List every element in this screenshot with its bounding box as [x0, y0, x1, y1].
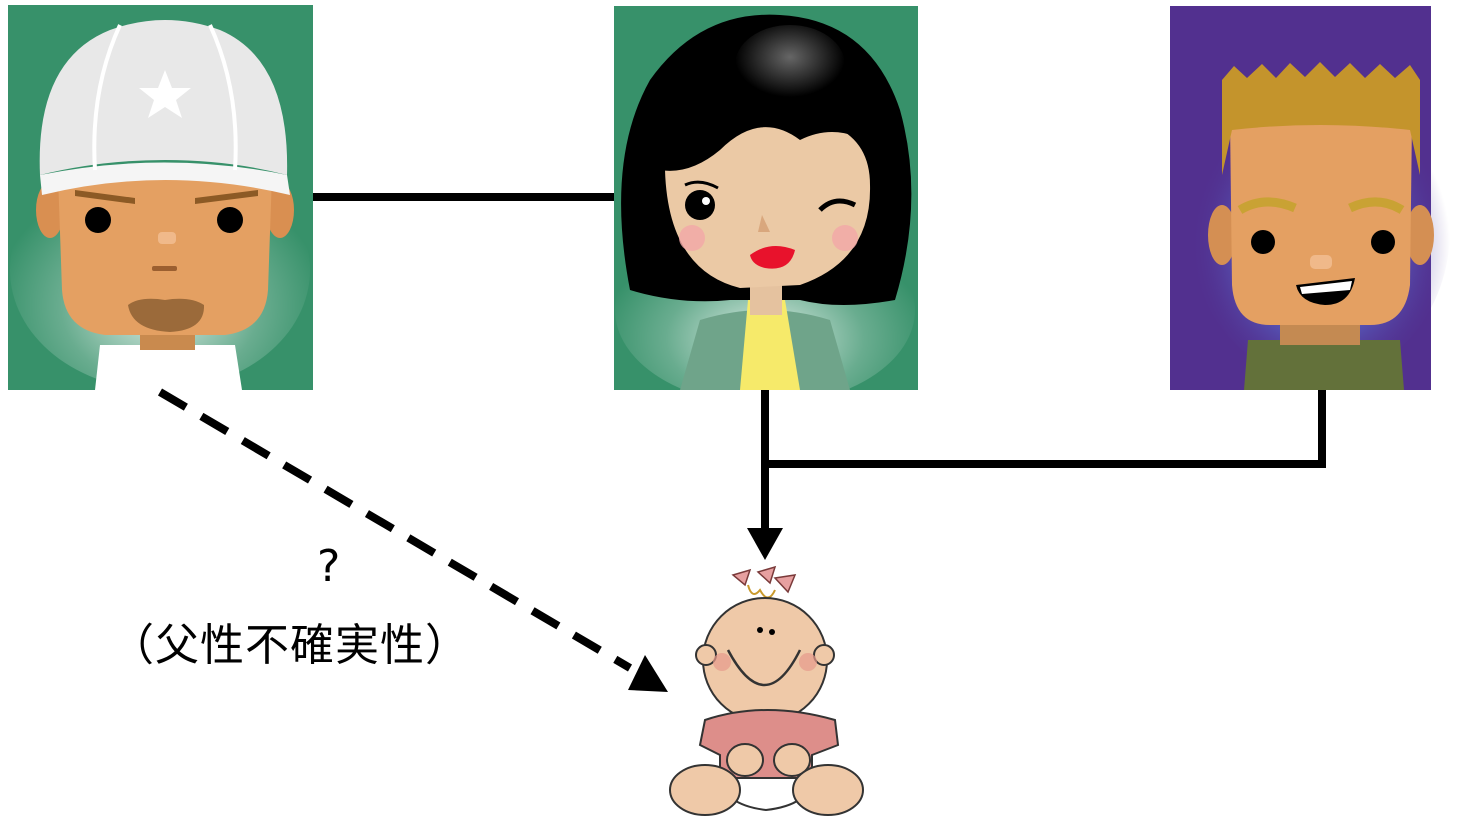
man-with-cap-portrait — [8, 5, 313, 390]
baby-girl — [669, 565, 864, 816]
woman-portrait — [614, 6, 918, 405]
descent-arrowhead — [747, 528, 783, 560]
father-descent-line — [765, 390, 1326, 468]
uncertain-paternity-line — [157, 388, 633, 672]
paternity-uncertainty-label: （父性不確実性） — [110, 620, 470, 671]
star-icon — [139, 70, 191, 118]
uncertain-arrowhead — [628, 655, 668, 692]
question-mark: ? — [317, 541, 341, 592]
blond-man-portrait — [1170, 6, 1450, 390]
